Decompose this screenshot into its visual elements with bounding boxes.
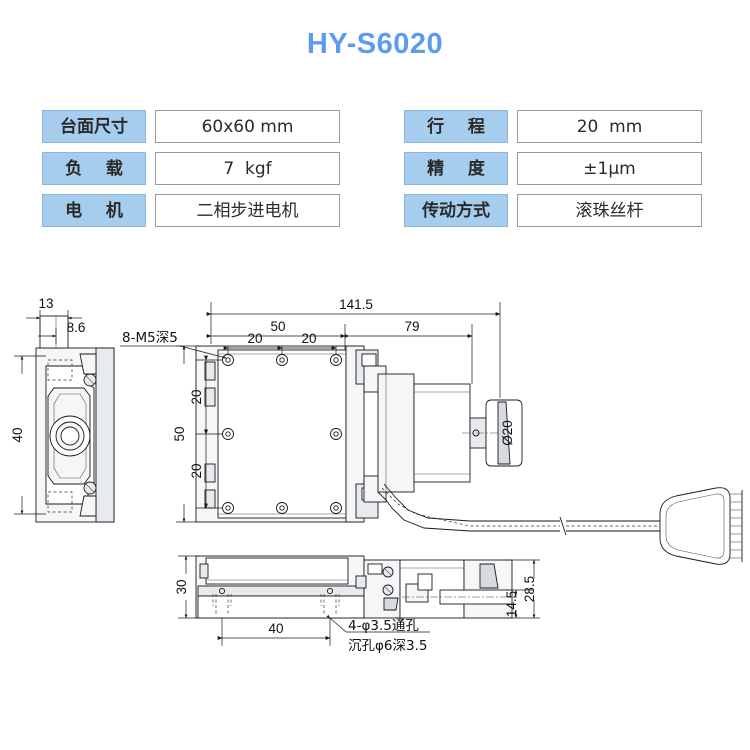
spec-label-table-size: 台面尺寸 — [42, 110, 146, 143]
spec-value-table-size: 60x60 mm — [155, 110, 340, 143]
spec-row: 传动方式 滚珠丝杆 — [404, 194, 702, 227]
spec-value-stroke: 20 mm — [517, 110, 702, 143]
spec-value-accuracy: ±1μm — [517, 152, 702, 185]
spec-value-load: 7 kgf — [155, 152, 340, 185]
spec-label-motor: 电 机 — [42, 194, 146, 227]
spec-row: 电 机 二相步进电机 — [42, 194, 340, 227]
dim-overall-length: 141.5 — [339, 297, 373, 312]
mounting-holes — [222, 354, 342, 514]
spec-row: 台面尺寸 60x60 mm — [42, 110, 340, 143]
dim-hole-pitch-y1: 20 — [189, 389, 204, 404]
spec-label-drive: 传动方式 — [404, 194, 508, 227]
spec-table-left: 台面尺寸 60x60 mm 负 载 7 kgf 电 机 二相步进电机 — [42, 110, 340, 227]
side-view: 13 8.6 40 — [10, 296, 115, 523]
cable — [377, 483, 743, 565]
spec-row: 行 程 20 mm — [404, 110, 702, 143]
spec-label-load: 负 载 — [42, 152, 146, 185]
dim-shaft-dia: Ø20 — [500, 420, 515, 446]
dim-side-height: 40 — [10, 427, 25, 442]
dim-motor-length: 79 — [404, 319, 419, 334]
spec-table-right: 行 程 20 mm 精 度 ±1μm 传动方式 滚珠丝杆 — [404, 110, 702, 227]
spec-value-motor: 二相步进电机 — [155, 194, 340, 227]
annotation-thru-holes: 4-φ3.5通孔 — [348, 618, 419, 634]
dim-side-width-offset: 8.6 — [67, 320, 86, 335]
annotation-counterbore: 沉孔φ6深3.5 — [348, 638, 427, 654]
dim-plate-length: 50 — [270, 319, 285, 334]
technical-drawing: 13 8.6 40 — [0, 288, 750, 698]
page-title: HY-S6020 — [306, 28, 444, 60]
dim-hole-pitch-x1: 20 — [247, 331, 262, 346]
spec-row: 负 载 7 kgf — [42, 152, 340, 185]
dim-body-height: 28.5 — [522, 576, 537, 602]
dim-hole-pitch-y2: 20 — [189, 463, 204, 478]
spec-label-accuracy: 精 度 — [404, 152, 508, 185]
dim-plate-width: 50 — [172, 426, 187, 441]
dim-front-hole-pitch: 40 — [268, 621, 283, 636]
top-view: Ø20 — [120, 297, 743, 565]
counterbore-holes — [212, 587, 340, 616]
dim-side-width-top: 13 — [38, 296, 53, 311]
spec-label-stroke: 行 程 — [404, 110, 508, 143]
dim-hole-pitch-x2: 20 — [301, 331, 316, 346]
spec-value-drive: 滚珠丝杆 — [517, 194, 702, 227]
dim-front-height: 30 — [174, 579, 189, 594]
spec-row: 精 度 ±1μm — [404, 152, 702, 185]
front-view: 30 40 14.5 28.5 4-φ3.5通孔 — [174, 555, 540, 654]
annotation-tapped-holes: 8-M5深5 — [122, 330, 178, 346]
dim-cable-height: 14.5 — [504, 591, 519, 617]
